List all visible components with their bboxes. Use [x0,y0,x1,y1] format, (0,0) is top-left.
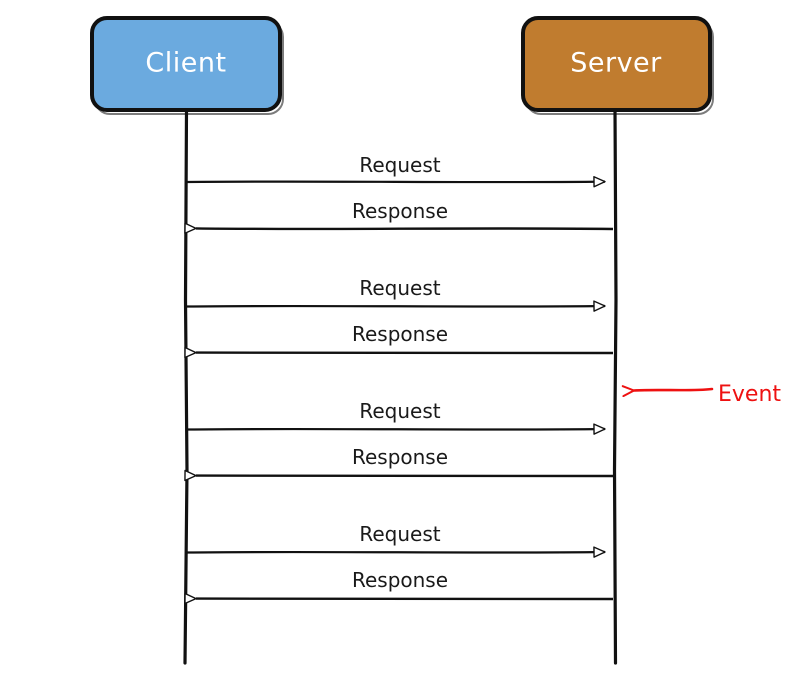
message-label-request-3: Request [359,276,440,300]
lifelines-group [183,108,618,665]
message-labels-group: Request Response Request Response Reques… [352,153,448,592]
annotation-event[interactable]: Event [621,382,781,407]
participant-server[interactable]: Server [521,16,714,115]
message-label-response-6: Response [352,445,448,469]
message-arrow-response-2[interactable] [184,222,614,234]
message-label-response-4: Response [352,322,448,346]
message-arrow-response-4[interactable] [184,346,614,359]
messages-group [184,176,614,605]
message-arrow-response-8[interactable] [184,592,614,605]
lifeline-client [183,108,189,665]
message-arrow-request-1[interactable] [186,176,606,188]
message-arrow-request-5[interactable] [186,423,606,435]
event-arrow-icon [621,385,714,398]
message-arrow-request-7[interactable] [185,546,606,558]
message-label-response-2: Response [352,199,448,223]
client-box-label: Client [145,48,226,79]
message-arrow-response-6[interactable] [184,469,614,482]
server-box[interactable] [521,16,712,112]
message-label-request-7: Request [359,522,440,546]
message-label-request-5: Request [359,399,440,423]
participant-client[interactable]: Client [90,16,284,115]
message-label-response-8: Response [352,568,448,592]
client-box[interactable] [90,16,282,112]
server-box-label: Server [570,48,662,79]
lifeline-server [612,108,618,665]
event-annotation-label: Event [718,382,781,407]
message-arrow-request-3[interactable] [185,300,606,312]
message-label-request-1: Request [359,153,440,177]
